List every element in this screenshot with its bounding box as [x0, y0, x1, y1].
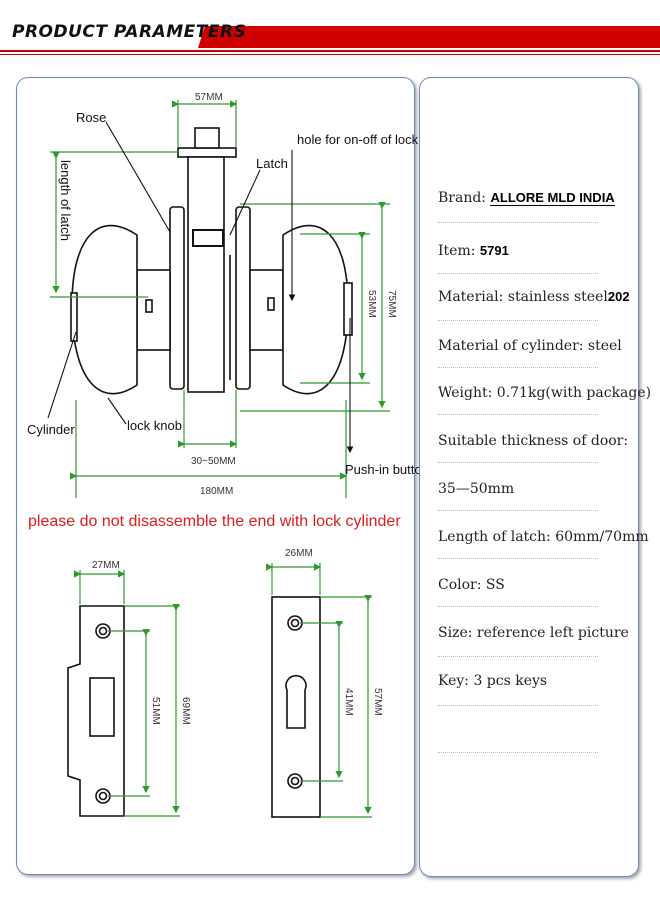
divider: [438, 606, 598, 607]
dim-51mm: 51MM: [150, 697, 161, 725]
param-size: Size: reference left picture: [438, 625, 633, 641]
header-stripe: [0, 26, 660, 55]
param-key: Key: 3 pcs keys: [438, 673, 633, 689]
label-push-in-button: Push-in button: [345, 462, 429, 477]
param-label: Color: SS: [438, 577, 505, 593]
divider: [438, 320, 598, 321]
param-material: Material: stainless steel202: [438, 289, 633, 305]
label-length-of-latch: length of latch: [58, 160, 73, 241]
param-brand: Brand: ALLORE MLD INDIA: [438, 190, 633, 206]
divider: [438, 414, 598, 415]
param-label: Brand:: [438, 190, 487, 206]
param-door-thickness: Suitable thickness of door:: [438, 433, 633, 449]
label-latch: Latch: [256, 156, 288, 171]
param-label: Key: 3 pcs keys: [438, 673, 548, 689]
dim-26mm: 26MM: [285, 548, 313, 559]
param-label: Length of latch: 60mm/70mm: [438, 529, 649, 545]
param-door-thickness-value: 35—50mm: [438, 481, 633, 497]
dim-75mm: 75MM: [386, 290, 397, 318]
params-panel: [419, 77, 639, 877]
label-hole: hole for on-off of lock: [297, 132, 419, 147]
dim-57mm: 57MM: [195, 92, 223, 103]
header-banner: PRODUCT PARAMETERS: [0, 0, 660, 62]
dim-57mm-plate: 57MM: [372, 688, 383, 716]
divider: [438, 705, 598, 706]
param-value: ALLORE MLD INDIA: [490, 190, 615, 206]
param-label: 35—50mm: [438, 481, 515, 497]
param-label: Weight: 0.71kg(with package): [438, 385, 652, 401]
divider: [438, 222, 598, 223]
param-label: Suitable thickness of door:: [438, 433, 629, 449]
divider: [438, 273, 598, 274]
label-lock-knob: lock knob: [127, 418, 182, 433]
dim-69mm: 69MM: [180, 697, 191, 725]
divider: [438, 656, 598, 657]
param-value: 5791: [479, 243, 509, 258]
param-item: Item: 5791: [438, 243, 633, 259]
dim-41mm: 41MM: [343, 688, 354, 716]
param-cylinder-material: Material of cylinder: steel: [438, 338, 633, 354]
param-weight: Weight: 0.71kg(with package): [438, 385, 651, 401]
dim-27mm: 27MM: [92, 560, 120, 571]
param-latch-length: Length of latch: 60mm/70mm: [438, 529, 649, 545]
param-label: Material: stainless steel: [438, 289, 608, 305]
divider: [438, 558, 598, 559]
dim-53mm: 53MM: [366, 290, 377, 318]
label-cylinder: Cylinder: [27, 422, 75, 437]
divider: [438, 462, 598, 463]
dim-180mm: 180MM: [200, 486, 233, 497]
dim-door-thickness: 30~50MM: [191, 456, 236, 467]
param-color: Color: SS: [438, 577, 633, 593]
param-value: 202: [607, 289, 630, 304]
page-title: PRODUCT PARAMETERS: [12, 22, 247, 42]
param-label: Size: reference left picture: [438, 625, 629, 641]
divider: [438, 752, 598, 753]
warning-text: please do not disassemble the end with l…: [28, 513, 401, 530]
label-rose: Rose: [76, 110, 106, 125]
param-label: Material of cylinder: steel: [438, 338, 622, 354]
param-label: Item:: [438, 243, 476, 259]
divider: [438, 510, 598, 511]
divider: [438, 367, 598, 368]
